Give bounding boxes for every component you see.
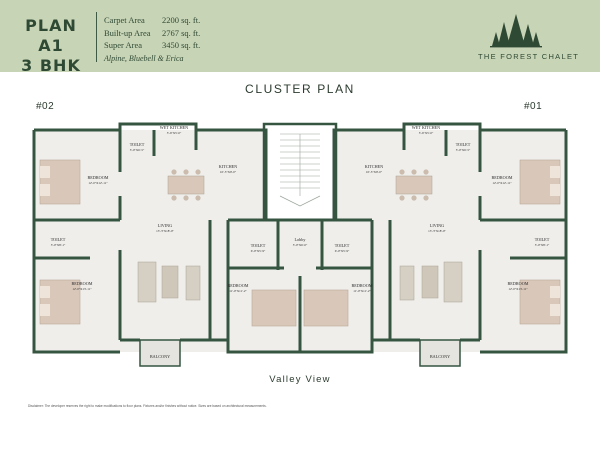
tower-names: Alpine, Bluebell & Erica [104,53,184,63]
left-bedroom-bottom-label: BEDROOM [72,281,93,286]
left-balcony-label: BALCONY [150,354,170,359]
sofa-icon [137,261,463,303]
super-area-value: 3450 sq. ft. [162,40,201,50]
builtup-area-row: Built-up Area 2767 sq. ft. [104,27,200,40]
unit-label-left: #02 [36,101,55,112]
builtup-area-label: Built-up Area [104,27,151,38]
dining-table-icon [167,169,433,201]
valley-view-label: Valley View [269,374,331,385]
center-bedroom-right-label: BEDROOM [352,283,373,288]
left-toilet-top-dim: 5'-0"X6'-5" [130,148,145,152]
left-wet-kitchen-dim: 5'-6"X5'-0" [167,131,182,135]
right-living-dim: 13'-3"X18'-0" [428,229,446,233]
area-details: Carpet Area 2200 sq. ft. Built-up Area 276… [104,14,200,65]
right-bedroom-bottom-label: BEDROOM [508,281,529,286]
right-toilet-top-label: TOILET [456,142,471,147]
super-area-label: Super Area [104,40,143,50]
right-toilet-mid-dim: 5'-0"X8'-1" [535,243,550,247]
center-toilet-left-label: TOILET [251,243,266,248]
walls-right-unit [332,122,568,354]
cluster-plan-title: CLUSTER PLAN [245,82,355,96]
left-bedroom-top-dim: 12'-0"X12'-11" [88,181,108,185]
carpet-area-label: Carpet Area [104,15,145,25]
pine-trees-logo-icon [490,14,542,48]
bed-icon [39,159,561,327]
right-wet-kitchen-dim: 5'-6"X5'-0" [419,131,434,135]
brand-logo: THE FOREST CHALET [478,12,580,61]
disclaimer-text: Disclaimer: The developer reserves the r… [28,404,267,408]
right-kitchen-label: KITCHEN [365,164,383,169]
left-wet-kitchen-label: WET KITCHEN [160,125,188,130]
left-bedroom-top-label: BEDROOM [88,175,109,180]
center-toilet-left-dim: 6'-0"X5'-9" [251,249,266,253]
right-bedroom-top-dim: 12'-0"X12'-11" [492,181,512,185]
left-bedroom-bottom-dim: 12'-0"X13'-11" [72,287,92,291]
center-bedroom-right-dim: 11'-0"X11'-2" [353,289,371,293]
right-bedroom-top-label: BEDROOM [492,175,513,180]
plan-header: PLAN A1 3 BHK Carpet Area 2200 sq. ft. Bu… [0,0,600,75]
lobby-dim: 5'-0"X6'-0" [293,243,308,247]
right-balcony-label: BALCONY [430,354,450,359]
center-toilet-right-dim: 6'-0"X5'-9" [335,249,350,253]
right-kitchen-dim: 10'-5"X9'-0" [366,170,383,174]
carpet-area-row: Carpet Area 2200 sq. ft. [104,14,200,27]
right-wet-kitchen-label: WET KITCHEN [412,125,440,130]
left-living-label: LIVING [158,223,172,228]
left-living-dim: 13'-3"X18'-0" [156,229,174,233]
right-bedroom-bottom-dim: 12'-0"X13'-11" [508,287,528,291]
builtup-area-value: 2767 sq. ft. [162,27,201,38]
left-toilet-mid-label: TOILET [51,237,66,242]
walls-left-unit [32,122,268,354]
balcony-areas [139,339,461,367]
center-bedroom-left-label: BEDROOM [228,283,249,288]
header-divider [96,12,97,62]
lobby-label: Lobby [295,237,307,242]
staircase-icon [262,122,338,222]
brand-name: THE FOREST CHALET [478,52,580,61]
center-toilet-right-label: TOILET [335,243,350,248]
right-toilet-top-dim: 5'-0"X6'-5" [456,148,471,152]
left-kitchen-dim: 10'-5"X9'-0" [220,170,237,174]
super-area-row: Super Area 3450 sq. ft. [104,39,200,52]
right-living-label: LIVING [430,223,444,228]
left-toilet-top-label: TOILET [130,142,145,147]
left-kitchen-label: KITCHEN [219,164,237,169]
unit-label-right: #01 [524,101,543,112]
room-labels: WET KITCHEN 5'-6"X5'-0" TOILET 5'-0"X6'-… [51,125,550,359]
plan-type: 3 BHK [21,56,81,75]
plan-title-block: PLAN A1 3 BHK [14,16,88,76]
plan-name: PLAN A1 [25,16,77,55]
center-bedroom-left-dim: 11'-0"X11'-2" [229,289,247,293]
right-toilet-mid-label: TOILET [535,237,550,242]
carpet-area-value: 2200 sq. ft. [162,15,201,25]
left-toilet-mid-dim: 5'-0"X8'-1" [51,243,66,247]
walls-center [226,218,374,354]
